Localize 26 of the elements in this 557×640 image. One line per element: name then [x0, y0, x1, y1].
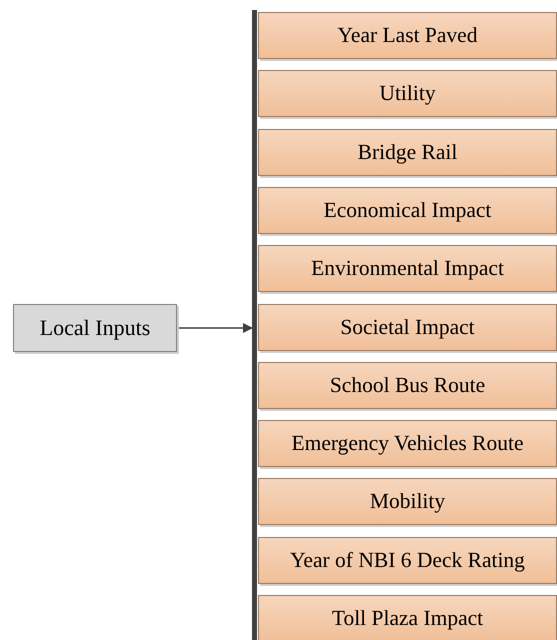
box-label: Mobility	[370, 489, 446, 514]
box-label: Year of NBI 6 Deck Rating	[290, 548, 525, 573]
factor-box	[258, 478, 557, 526]
box-label: Toll Plaza Impact	[332, 606, 484, 631]
box-label: Economical Impact	[324, 198, 492, 223]
arrow	[177, 323, 253, 333]
factor-box	[258, 128, 557, 176]
box-label: Environmental Impact	[311, 256, 504, 282]
box-label: School Bus Route	[330, 372, 486, 398]
factor-box	[258, 245, 557, 292]
factor-box	[258, 420, 557, 468]
box-label: Year Last Paved	[338, 23, 478, 48]
factor-box	[258, 362, 557, 409]
box-label: Bridge Rail	[358, 140, 458, 165]
box-label: Societal Impact	[340, 314, 475, 340]
factor-box	[258, 536, 557, 584]
box-label: Local Inputs	[40, 315, 150, 341]
factor-box	[258, 12, 557, 59]
factor-box	[258, 304, 557, 350]
input-box	[13, 304, 177, 352]
box-label: Emergency Vehicles Route	[291, 431, 524, 456]
factor-box	[258, 186, 557, 234]
factor-box	[258, 595, 557, 640]
bracket-bar	[252, 10, 257, 640]
factor-box	[258, 70, 557, 118]
box-label: Utility	[379, 81, 436, 106]
